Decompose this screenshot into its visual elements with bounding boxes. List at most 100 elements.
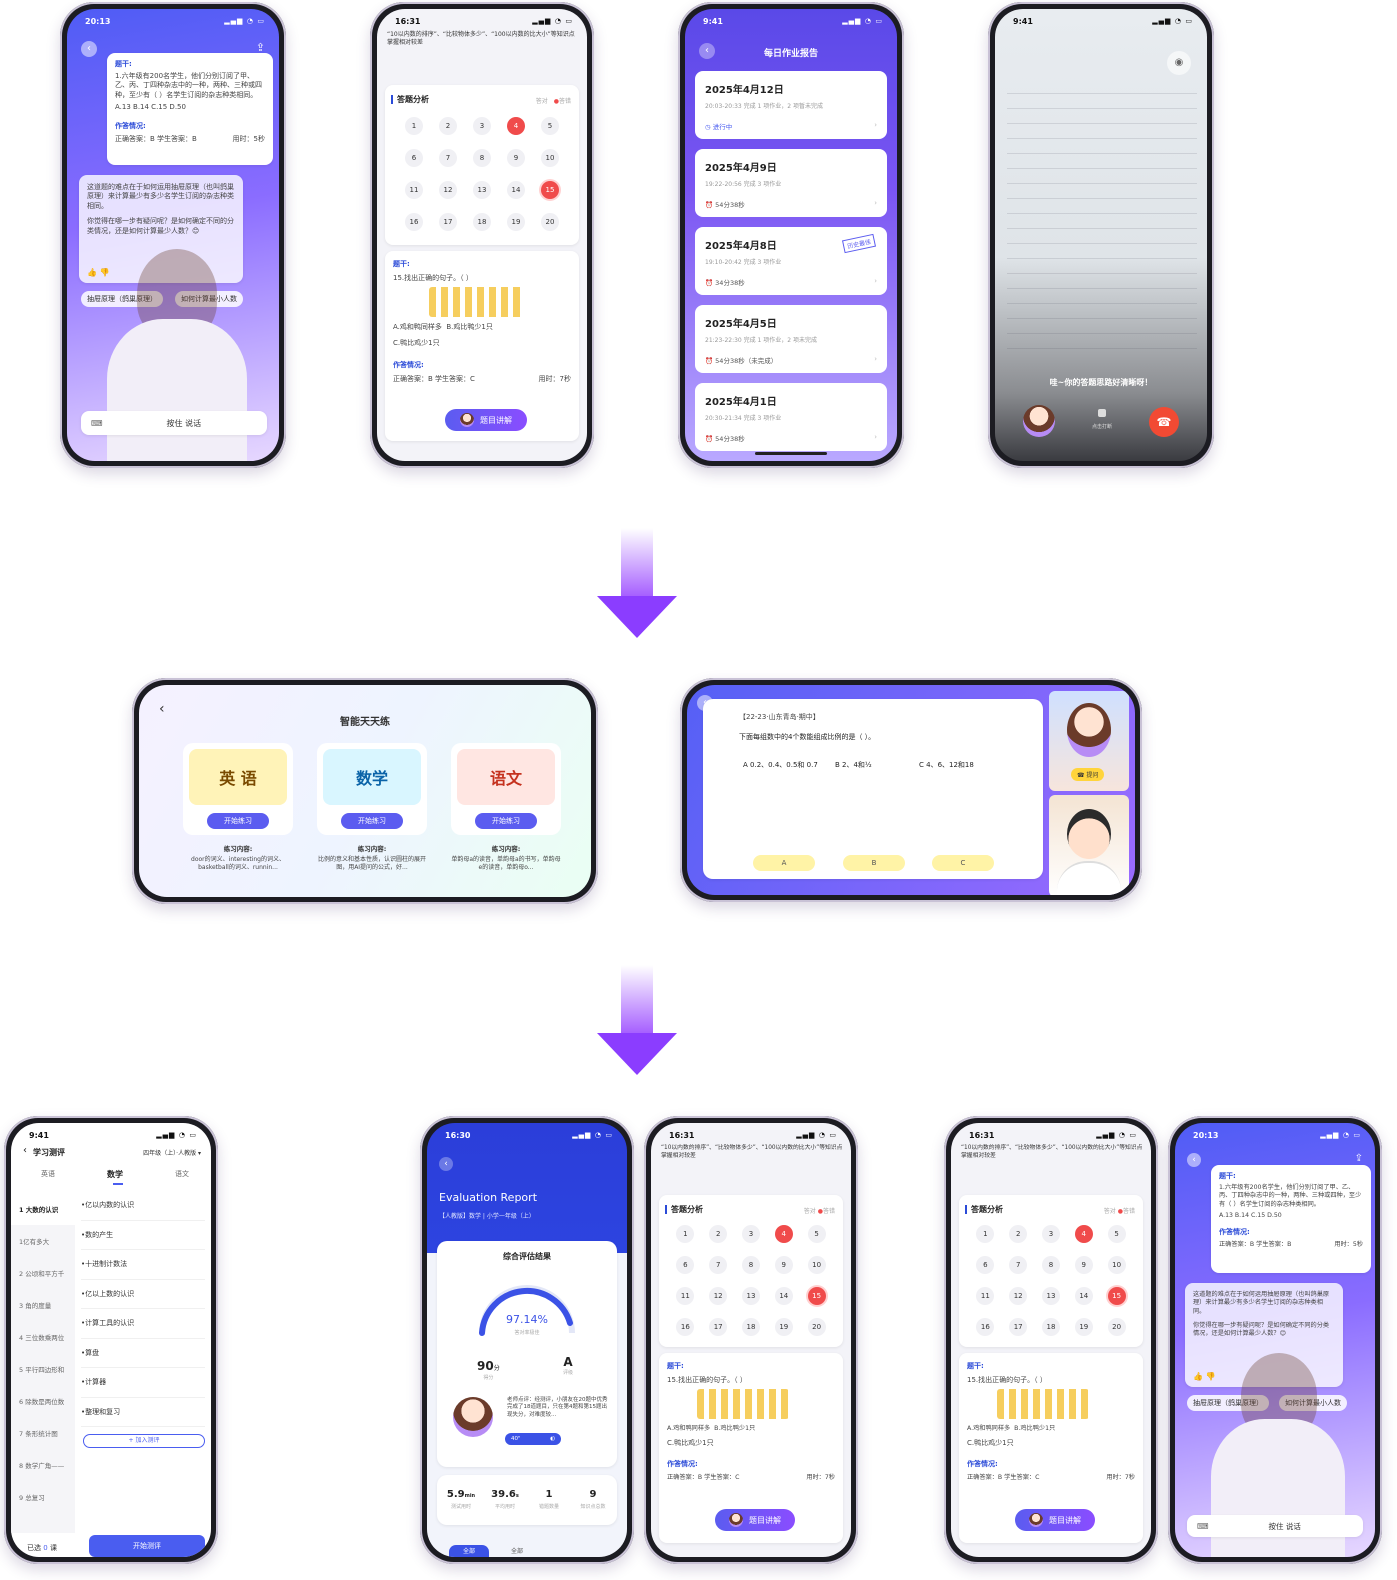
qnum[interactable]: 17 — [1009, 1318, 1028, 1336]
chapter-item[interactable]: 3 角的度量 — [19, 1302, 52, 1310]
qnum[interactable]: 19 — [774, 1318, 793, 1336]
interrupt-button[interactable]: 点击打断 — [1089, 409, 1115, 430]
qnum[interactable]: 1 — [405, 117, 423, 135]
qnum[interactable]: 16 — [976, 1318, 995, 1336]
qnum[interactable]: 7 — [709, 1256, 728, 1274]
subject-card-math[interactable]: 数学 开始练习 — [317, 743, 427, 835]
qnum[interactable]: 19 — [1074, 1318, 1093, 1336]
qnum[interactable]: 3 — [741, 1225, 760, 1243]
back-icon[interactable]: ‹ — [699, 43, 715, 59]
qnum[interactable]: 8 — [741, 1256, 760, 1274]
ask-button[interactable]: ☎ 提问 — [1071, 768, 1105, 781]
subject-card-chinese[interactable]: 语文 开始练习 — [451, 743, 561, 835]
thumbs-down-icon[interactable]: 👎 — [1205, 1372, 1216, 1381]
back-icon[interactable]: ‹ — [23, 1145, 27, 1156]
qnum[interactable]: 11 — [405, 181, 423, 199]
qnum[interactable]: 6 — [405, 149, 423, 167]
qnum[interactable]: 3 — [473, 117, 491, 135]
qnum[interactable]: 19 — [507, 213, 525, 231]
section-item[interactable]: • 亿以内数的认识 — [81, 1191, 205, 1221]
explain-button[interactable]: 题目讲解 — [715, 1509, 795, 1531]
qnum[interactable]: 17 — [439, 213, 457, 231]
qnum[interactable]: 16 — [405, 213, 423, 231]
back-icon[interactable]: ‹ — [159, 701, 165, 717]
chip-drawer-principle[interactable]: 抽屉原理（鸽巢原理） — [81, 291, 163, 307]
audio-play-button[interactable]: 40"◖) — [505, 1433, 561, 1445]
qnum[interactable]: 18 — [741, 1318, 760, 1336]
qnum[interactable]: 17 — [709, 1318, 728, 1336]
chapter-item[interactable]: 4 三位数乘两位 — [19, 1334, 65, 1342]
qnum[interactable]: 5 — [541, 117, 559, 135]
qnum[interactable]: 12 — [439, 181, 457, 199]
answer-pill-a[interactable]: A — [753, 855, 815, 871]
report-item[interactable]: 2025年4月8日 历史最佳 19:10-20:42 完成 3 项作业 ⏰ 34… — [695, 227, 887, 295]
qnum[interactable]: 2 — [439, 117, 457, 135]
subject-card-english[interactable]: 英 语 开始练习 — [183, 743, 293, 835]
qnum[interactable]: 16 — [676, 1318, 695, 1336]
section-item[interactable]: • 算盘 — [81, 1339, 205, 1368]
back-icon[interactable]: ‹ — [81, 41, 97, 57]
qnum[interactable]: 6 — [976, 1256, 995, 1274]
answer-pill-c[interactable]: C — [932, 855, 994, 871]
keyboard-icon[interactable]: ⌨ — [1197, 1521, 1209, 1531]
section-item[interactable]: • 整理和复习 — [81, 1398, 205, 1427]
report-item[interactable]: 2025年4月5日 21:23-22:30 完成 1 项作业，2 项未完成 ⏰ … — [695, 305, 887, 373]
grade-selector[interactable]: 四年级（上）·人教版 ▾ — [143, 1150, 201, 1157]
explain-button[interactable]: 题目讲解 — [1015, 1509, 1095, 1531]
qnum[interactable]: 12 — [1009, 1287, 1028, 1305]
chapter-item[interactable]: 1 大数的认识 — [11, 1193, 75, 1225]
section-item[interactable]: • 计算器 — [81, 1368, 205, 1398]
qnum[interactable]: 11 — [676, 1287, 695, 1305]
section-item[interactable]: • 十进制计数法 — [81, 1250, 205, 1280]
share-icon[interactable]: ⇪ — [255, 41, 265, 54]
start-test-button[interactable]: 开始测评 — [89, 1535, 205, 1557]
report-item[interactable]: 2025年4月12日 20:03-20:33 完成 1 项作业，2 项暂未完成 … — [695, 71, 887, 139]
tab-math[interactable]: 数学 — [107, 1170, 123, 1179]
hold-to-talk-bar[interactable]: ⌨ 按住 说话 — [1187, 1515, 1363, 1537]
chip-min-count[interactable]: 如何计算最小人数 — [175, 291, 243, 307]
qnum-selected[interactable]: 15 — [807, 1287, 826, 1305]
camera-switch-icon[interactable]: ◉ — [1167, 51, 1191, 75]
qnum[interactable]: 12 — [709, 1287, 728, 1305]
qnum[interactable]: 20 — [541, 213, 559, 231]
qnum[interactable]: 5 — [807, 1225, 826, 1243]
section-item[interactable]: • 计算工具的认识 — [81, 1309, 205, 1339]
qnum[interactable]: 6 — [676, 1256, 695, 1274]
tab-chinese[interactable]: 语文 — [175, 1170, 189, 1178]
qnum-selected[interactable]: 15 — [541, 181, 559, 199]
start-practice-button[interactable]: 开始练习 — [341, 813, 403, 829]
thumbs-up-icon[interactable]: 👍 — [1193, 1372, 1203, 1381]
qnum[interactable]: 13 — [741, 1287, 760, 1305]
section-item[interactable]: • 数的产生 — [81, 1221, 205, 1250]
report-item[interactable]: 2025年4月1日 20:30-21:34 完成 3 项作业 ⏰ 54分38秒 … — [695, 383, 887, 451]
chapter-item[interactable]: 7 条形统计图 — [19, 1430, 58, 1438]
qnum[interactable]: 2 — [709, 1225, 728, 1243]
chapter-item[interactable]: 6 除数是两位数 — [19, 1398, 65, 1406]
qnum[interactable]: 11 — [976, 1287, 995, 1305]
qnum[interactable]: 10 — [1107, 1256, 1126, 1274]
hang-up-button[interactable]: ☎ — [1149, 407, 1179, 437]
qnum[interactable]: 2 — [1009, 1225, 1028, 1243]
qnum[interactable]: 7 — [439, 149, 457, 167]
qnum[interactable]: 5 — [1107, 1225, 1126, 1243]
qnum[interactable]: 1 — [976, 1225, 995, 1243]
qnum-wrong[interactable]: 4 — [774, 1225, 793, 1243]
back-icon[interactable]: ‹ — [439, 1157, 453, 1171]
explain-button[interactable]: 题目讲解 — [445, 409, 527, 431]
qnum-wrong[interactable]: 4 — [1074, 1225, 1093, 1243]
keyboard-icon[interactable]: ⌨ — [91, 418, 103, 428]
qnum[interactable]: 13 — [1041, 1287, 1060, 1305]
qnum-selected[interactable]: 15 — [1107, 1287, 1126, 1305]
tab-all-active[interactable]: 全部 — [449, 1545, 489, 1557]
qnum[interactable]: 7 — [1009, 1256, 1028, 1274]
qnum[interactable]: 18 — [1041, 1318, 1060, 1336]
chapter-item[interactable]: 9 总复习 — [19, 1494, 45, 1502]
qnum[interactable]: 8 — [473, 149, 491, 167]
qnum[interactable]: 9 — [1074, 1256, 1093, 1274]
chapter-item[interactable]: 1亿有多大 — [19, 1238, 50, 1246]
chip-min-count[interactable]: 如何计算最小人数 — [1279, 1395, 1347, 1411]
qnum[interactable]: 14 — [1074, 1287, 1093, 1305]
start-practice-button[interactable]: 开始练习 — [475, 813, 537, 829]
add-to-test-button[interactable]: + 加入测评 — [83, 1434, 205, 1448]
qnum[interactable]: 20 — [1107, 1318, 1126, 1336]
